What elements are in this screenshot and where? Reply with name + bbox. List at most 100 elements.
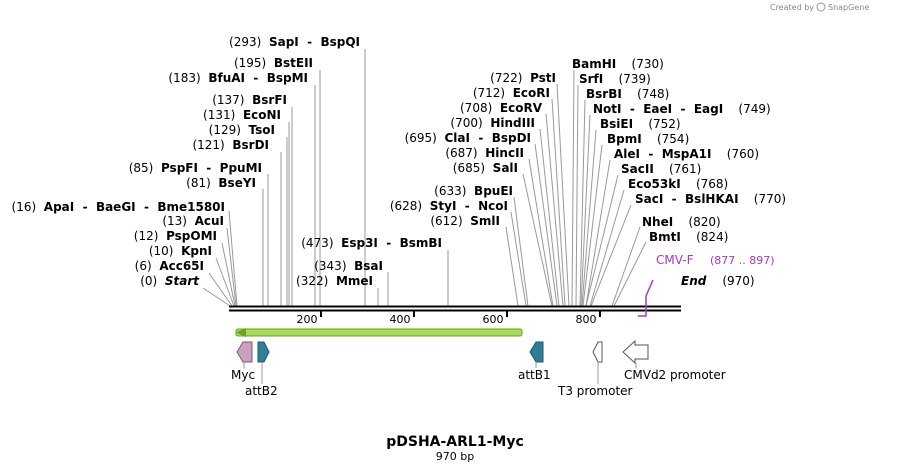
plasmid-length: 970 bp [436,450,474,463]
site-label-text: (183) BfuAI - BspMI [168,71,308,85]
site-label-clai-bspdi[interactable]: (695) ClaI - BspDI [405,131,531,145]
site-label-text: BsrBI (748) [586,87,669,101]
feature-cmvd2-promoter[interactable]: CMVd2 promoter [622,339,726,382]
feature-cmvd2-label: CMVd2 promoter [624,368,726,382]
site-label-text: SrfI (739) [579,72,651,86]
site-label-bseyi[interactable]: (81) BseYI [186,176,256,190]
site-label-mmei[interactable]: (322) MmeI [296,274,373,288]
site-label-text: BmtI (824) [649,230,728,244]
site-label-styi-ncoi[interactable]: (628) StyI - NcoI [390,199,508,213]
restriction-site-labels: (293) SapI - BspQI (195) BstEII(183) BfuA… [12,35,787,288]
site-label-saci-bslhkai[interactable]: SacI - BslHKAI (770) [635,192,786,206]
site-label-esp3i-bsmbi[interactable]: (473) Esp3I - BsmBI [301,236,442,250]
site-label-bsrdi[interactable]: (121) BsrDI [192,138,269,152]
site-label-text: SacI - BslHKAI (770) [635,192,786,206]
site-label-pspfi-ppumi[interactable]: (85) PspFI - PpuMI [129,161,262,175]
snapgene-logo-icon [816,2,826,12]
site-label-text: (322) MmeI [296,274,373,288]
primer-cmv-f-label: CMV-F [656,253,694,267]
site-label-apai-baegi-bme1580i[interactable]: (16) ApaI - BaeGI - Bme1580I [12,200,225,214]
site-label-text: SacII (761) [621,162,701,176]
site-label-text: (121) BsrDI [192,138,269,152]
site-label-text: BamHI (730) [572,57,664,71]
site-label-sali[interactable]: (685) SalI [453,161,518,175]
site-label-eco53ki[interactable]: Eco53kI (768) [628,177,728,191]
site-label-text: (195) BstEII [234,56,313,70]
site-label-econi[interactable]: (131) EcoNI [203,108,281,122]
site-label-text: (16) ApaI - BaeGI - Bme1580I [12,200,225,214]
site-label-bsiei[interactable]: BsiEI (752) [600,117,681,131]
primer-cmv-f[interactable]: CMV-F (877 .. 897) [638,253,775,317]
site-label-nhei[interactable]: NheI (820) [642,215,721,229]
site-label-bpmi[interactable]: BpmI (754) [607,132,689,146]
site-label-text: (685) SalI [453,161,518,175]
site-label-end[interactable]: End(970) [681,274,755,288]
site-label-start[interactable]: (0) Start [140,274,200,288]
site-label-ecorv[interactable]: (708) EcoRV [460,101,543,115]
site-label-pspomi[interactable]: (12) PspOMI [134,229,217,243]
feature-t3-promoter[interactable]: T3 promoter [557,341,633,398]
site-label-bsrbi[interactable]: BsrBI (748) [586,87,669,101]
site-label-hindiii[interactable]: (700) HindIII [450,116,535,130]
site-label-text: (473) Esp3I - BsmBI [301,236,442,250]
site-label-text: End(970) [681,274,755,288]
site-label-text: (695) ClaI - BspDI [405,131,531,145]
site-label-hincii[interactable]: (687) HincII [445,146,524,160]
site-label-text: (633) BpuEI [434,184,513,198]
site-label-bsai[interactable]: (343) BsaI [314,259,383,273]
site-label-noti-eaei-eagi[interactable]: NotI - EaeI - EagI (749) [593,102,771,116]
site-label-text: Eco53kI (768) [628,177,728,191]
site-label-text: (708) EcoRV [460,101,543,115]
site-label-text: (131) EcoNI [203,108,281,122]
tick-label-800: 800 [576,313,597,326]
dna-backbone: 200 400 600 800 [229,305,681,326]
tick-label-400: 400 [390,313,411,326]
site-label-acc65i[interactable]: (6) Acc65I [135,259,204,273]
site-label-tsoi[interactable]: (129) TsoI [209,123,275,137]
site-label-bfuai-bspmi[interactable]: (183) BfuAI - BspMI [168,71,308,85]
orf-arrow[interactable] [235,328,523,337]
site-label-text: (293) SapI - BspQI [229,35,360,49]
site-label-acui[interactable]: (13) AcuI [162,214,224,228]
site-label-srfi[interactable]: SrfI (739) [579,72,651,86]
site-label-bmti[interactable]: BmtI (824) [649,230,728,244]
feature-myc-label: Myc [231,368,255,382]
site-label-kpni[interactable]: (10) KpnI [149,244,212,258]
site-label-text: (687) HincII [445,146,524,160]
site-label-alei-mspa1i[interactable]: AleI - MspA1I (760) [614,147,759,161]
site-label-text: (722) PstI [490,71,556,85]
feature-myc[interactable]: Myc [231,341,255,382]
site-label-smli[interactable]: (612) SmlI [430,214,500,228]
snapgene-credit[interactable]: Created by SnapGene [770,2,869,12]
primer-cmv-f-range: (877 .. 897) [710,254,775,267]
credit-text: Created by [770,3,814,12]
site-label-text: (0) Start [140,274,200,288]
site-label-text: NotI - EaeI - EagI (749) [593,102,771,116]
tick-label-200: 200 [297,313,318,326]
feature-attb1-label: attB1 [518,368,551,382]
site-label-text: (12) PspOMI [134,229,217,243]
site-label-bsteii[interactable]: (195) BstEII [234,56,313,70]
site-leader-lines [202,49,647,307]
site-label-text: (137) BsrFI [212,93,287,107]
feature-attb2[interactable]: attB2 [245,341,278,398]
site-label-text: BpmI (754) [607,132,689,146]
site-label-text: (85) PspFI - PpuMI [129,161,262,175]
feature-attb2-label: attB2 [245,384,278,398]
site-label-text: (10) KpnI [149,244,212,258]
site-label-bpuei[interactable]: (633) BpuEI [434,184,513,198]
site-label-text: (13) AcuI [162,214,224,228]
site-label-text: (700) HindIII [450,116,535,130]
credit-brand: SnapGene [828,3,869,12]
site-label-bsrfi[interactable]: (137) BsrFI [212,93,287,107]
site-label-sapi-bspqi[interactable]: (293) SapI - BspQI [229,35,360,49]
feature-attb1[interactable]: attB1 [518,341,551,382]
site-label-text: (628) StyI - NcoI [390,199,508,213]
site-label-sacii[interactable]: SacII (761) [621,162,701,176]
site-label-ecori[interactable]: (712) EcoRI [473,86,550,100]
site-label-text: (612) SmlI [430,214,500,228]
site-label-psti[interactable]: (722) PstI [490,71,556,85]
site-label-text: (129) TsoI [209,123,275,137]
site-label-bamhi[interactable]: BamHI (730) [572,57,664,71]
